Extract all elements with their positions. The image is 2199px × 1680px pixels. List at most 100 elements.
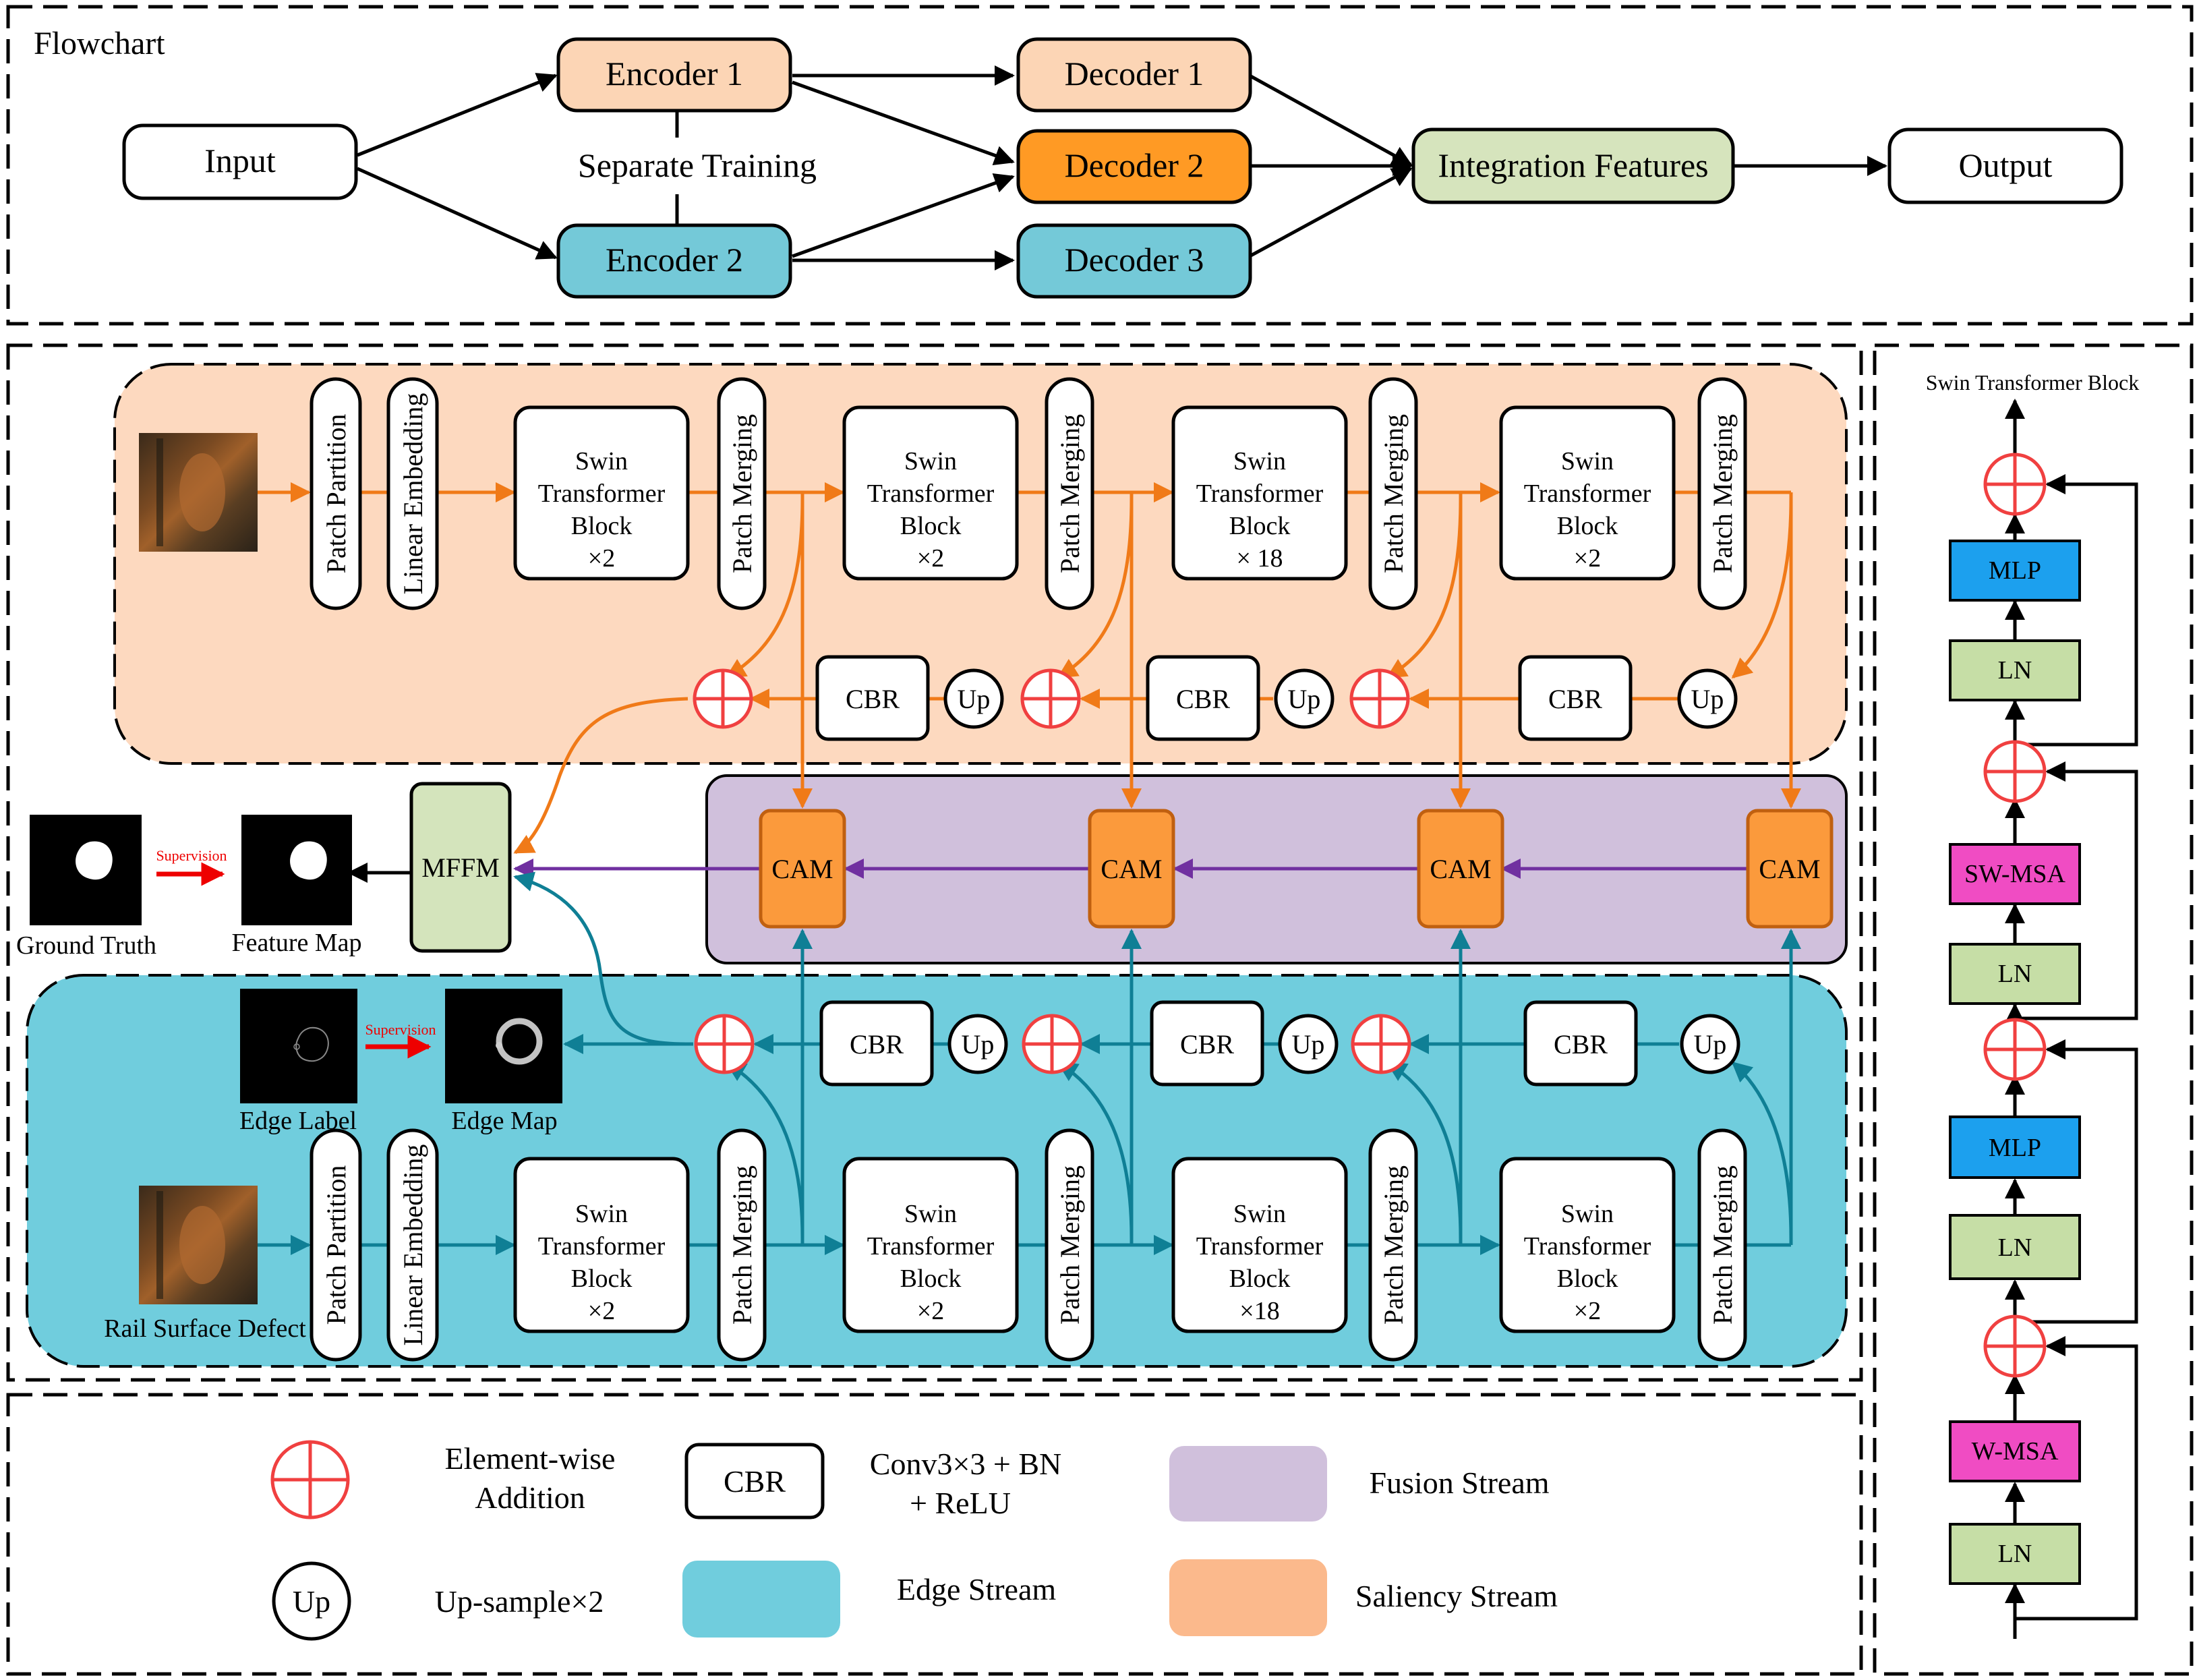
cam-label: CAM <box>1759 854 1820 884</box>
input-label: Input <box>204 142 276 179</box>
cam-3: CAM <box>1417 809 1504 929</box>
swin-repeat: ×2 <box>1574 1297 1601 1325</box>
up-label: Up <box>1288 684 1321 714</box>
encoder-2-label: Encoder 2 <box>606 241 743 279</box>
legend-cbr-desc-line1: Conv3×3 + BN <box>870 1447 1061 1481</box>
swin-line3: Block <box>571 512 633 540</box>
edge-patch-partition: Patch Partition <box>310 1128 362 1362</box>
legend-edge-label: Edge Stream <box>897 1572 1057 1606</box>
swin-line1: Swin <box>1233 1200 1286 1228</box>
saliency-cbr-1: CBR <box>815 655 930 741</box>
saliency-patch-merging-2: Patch Merging <box>1045 377 1094 610</box>
swin-addition-2 <box>1983 1018 2047 1081</box>
ground-truth-label: Ground Truth <box>16 931 156 960</box>
saliency-patch-merging-3: Patch Merging <box>1368 377 1418 610</box>
swin-addition-1 <box>1983 1314 2047 1378</box>
flowchart-panel: Flowchart Input Encoder 1 Separate Train… <box>6 5 2194 326</box>
flowchart-title: Flowchart <box>34 26 165 61</box>
patch-partition-label: Patch Partition <box>321 414 351 574</box>
legend-fusion-label: Fusion Stream <box>1369 1466 1549 1500</box>
integration-features-label: Integration Features <box>1438 146 1708 184</box>
legend-edge-swatch <box>682 1561 840 1638</box>
swin-ln-1: LN <box>1949 1523 2081 1585</box>
edge-patch-merging-4: Patch Merging <box>1697 1128 1747 1362</box>
swin-sw-msa: SW-MSA <box>1949 843 2081 905</box>
legend-cbr-desc-line2: + ReLU <box>910 1486 1011 1520</box>
saliency-up-3: Up <box>1677 668 1738 729</box>
edge-label-label: Edge Label <box>239 1107 357 1135</box>
mffm-label: MFFM <box>421 852 500 883</box>
decoder-3-label: Decoder 3 <box>1065 241 1204 279</box>
encoder-2-node: Encoder 2 <box>556 223 792 299</box>
swin-ln-4: LN <box>1949 639 2081 701</box>
swin-line2: Transformer <box>538 480 666 508</box>
swin-repeat: ×2 <box>917 1297 944 1325</box>
saliency-up-2: Up <box>1274 668 1335 729</box>
cbr-label: CBR <box>1176 684 1230 714</box>
sw-msa-label: SW-MSA <box>1964 860 2065 888</box>
cbr-label: CBR <box>850 1029 904 1060</box>
edge-up-2: Up <box>1278 1014 1339 1074</box>
swin-line2: Transformer <box>538 1232 666 1261</box>
output-label: Output <box>1959 146 2053 184</box>
decoder-2-label: Decoder 2 <box>1065 146 1204 184</box>
swin-line3: Block <box>900 512 962 540</box>
decoder-2-node: Decoder 2 <box>1016 129 1252 204</box>
saliency-swin-block-2: Swin Transformer Block ×2 <box>842 405 1019 581</box>
swin-line1: Swin <box>904 1200 957 1228</box>
output-node: Output <box>1887 127 2123 204</box>
legend-upsample-label: Up-sample×2 <box>435 1584 604 1619</box>
mlp-label: MLP <box>1989 1134 2041 1162</box>
legend-up-label: Up <box>293 1584 330 1619</box>
swin-line1: Swin <box>575 447 628 475</box>
encoder-1-node: Encoder 1 <box>556 37 792 113</box>
legend-saliency-swatch <box>1169 1559 1327 1636</box>
edge-map-label: Edge Map <box>451 1107 557 1135</box>
patch-merging-label: Patch Merging <box>1055 1165 1085 1325</box>
swin-line3: Block <box>1229 1265 1291 1293</box>
edge-swin-block-1: Swin Transformer Block ×2 <box>513 1157 690 1333</box>
w-msa-label: W-MSA <box>1972 1437 2059 1466</box>
swin-line3: Block <box>571 1265 633 1293</box>
swin-line2: Transformer <box>867 480 995 508</box>
swin-ln-3: LN <box>1949 943 2081 1005</box>
patch-merging-label: Patch Merging <box>1378 1165 1409 1325</box>
cbr-label: CBR <box>846 684 900 714</box>
saliency-input-image <box>139 433 258 552</box>
legend-cbr-icon: CBR <box>684 1443 825 1519</box>
swin-addition-4 <box>1983 453 2047 516</box>
swin-line3: Block <box>1229 512 1291 540</box>
swin-line3: Block <box>1557 512 1618 540</box>
saliency-addition-2 <box>1020 668 1081 729</box>
ln-label: LN <box>1998 656 2032 685</box>
edge-patch-merging-3: Patch Merging <box>1368 1128 1418 1362</box>
edge-up-1: Up <box>947 1014 1008 1074</box>
rail-surface-defect-label: Rail Surface Defect <box>104 1314 306 1343</box>
legend-addition-line2: Addition <box>475 1480 585 1515</box>
cbr-label: CBR <box>1554 1029 1608 1060</box>
edge-up-3: Up <box>1680 1014 1740 1074</box>
up-label: Up <box>1691 684 1724 714</box>
supervision-label-bottom: Supervision <box>365 1021 436 1038</box>
patch-merging-label: Patch Merging <box>1707 1165 1738 1325</box>
mlp-label: MLP <box>1989 556 2041 585</box>
swin-line2: Transformer <box>1196 480 1324 508</box>
feature-map-label: Feature Map <box>231 929 361 957</box>
swin-block-panel: Swin Transformer Block LN <box>1873 343 2194 1676</box>
saliency-up-1: Up <box>943 668 1004 729</box>
edge-cbr-1: CBR <box>819 1000 934 1087</box>
swin-addition-3 <box>1983 740 2047 803</box>
ln-label: LN <box>1998 1540 2032 1568</box>
swin-ln-2: LN <box>1949 1214 2081 1280</box>
edge-cbr-3: CBR <box>1523 1000 1638 1087</box>
saliency-patch-merging-1: Patch Merging <box>717 377 767 610</box>
legend-up-icon: Up <box>272 1561 351 1641</box>
cam-4: CAM <box>1746 809 1834 929</box>
saliency-patch-merging-4: Patch Merging <box>1697 377 1747 610</box>
linear-embedding-label: Linear Embedding <box>398 393 428 595</box>
mffm-module: MFFM <box>409 782 512 953</box>
decoder-3-node: Decoder 3 <box>1016 223 1252 299</box>
edge-input-image <box>139 1186 258 1304</box>
swin-repeat: ×2 <box>1574 544 1601 573</box>
